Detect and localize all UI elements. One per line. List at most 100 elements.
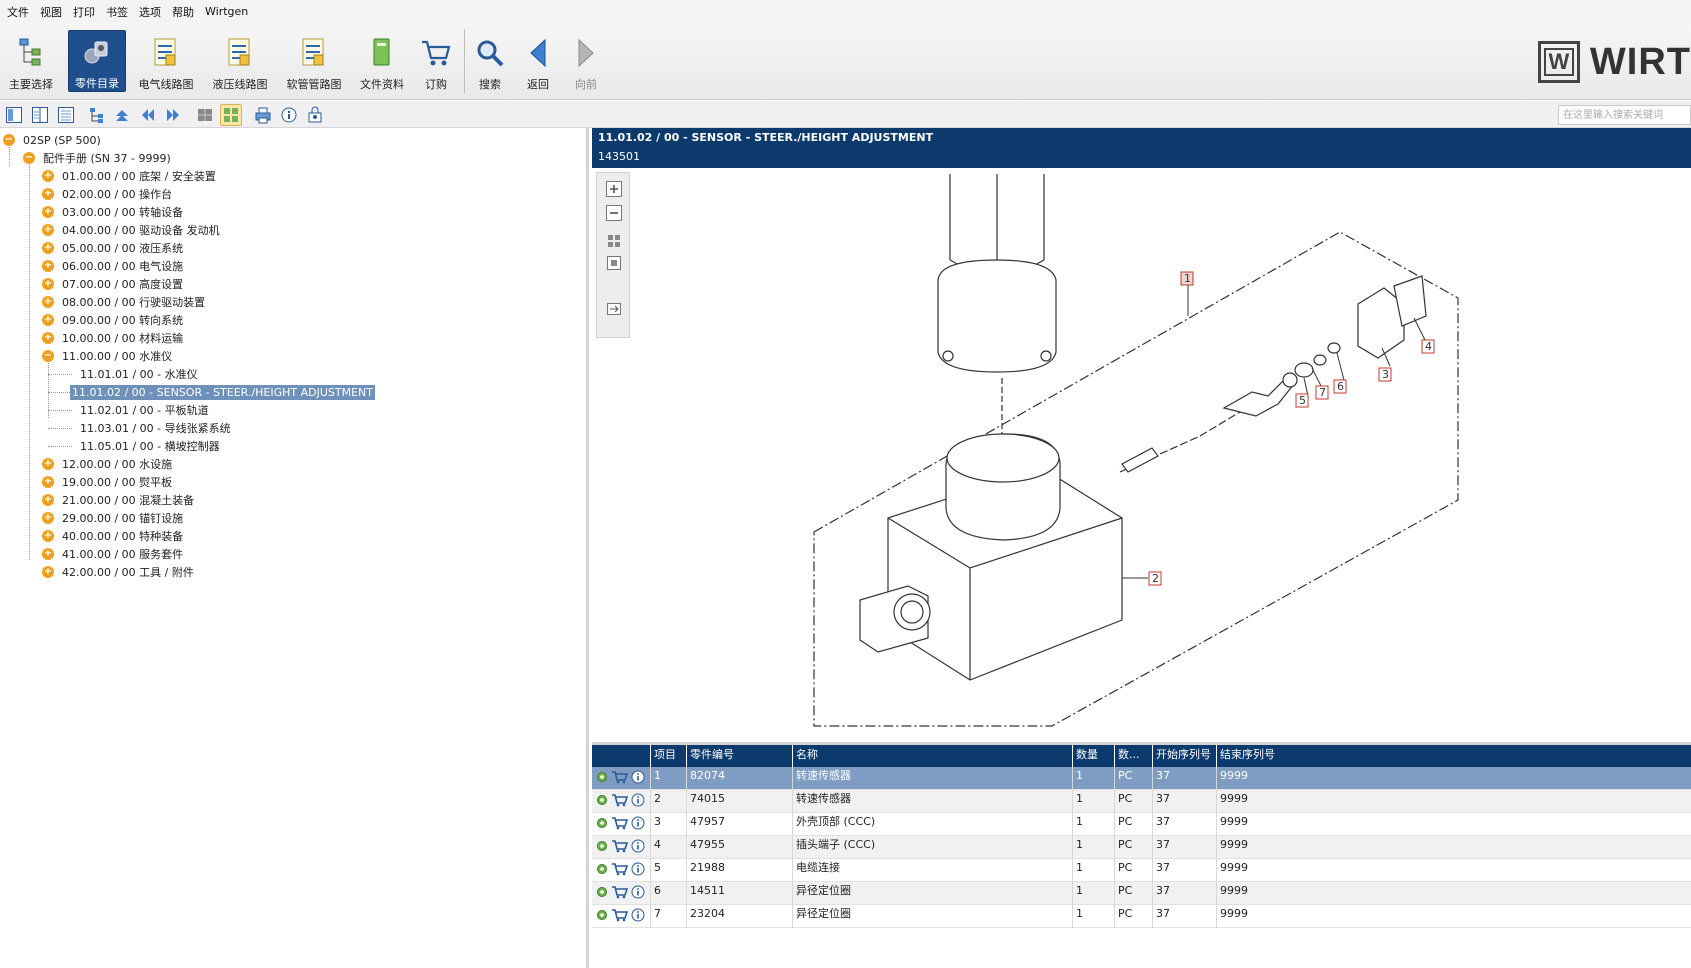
gear-icon[interactable] — [595, 770, 609, 784]
info-icon[interactable] — [631, 793, 645, 807]
actual-size-button[interactable] — [603, 253, 625, 273]
tree-chapter[interactable]: +09.00.00 / 00 转向系统 — [42, 311, 185, 329]
menu-print[interactable]: 打印 — [73, 5, 95, 19]
electrical-diagram-button[interactable]: 电气线路图 — [138, 30, 194, 92]
hotspot-toggle-button[interactable] — [220, 104, 242, 126]
gear-icon[interactable] — [595, 885, 609, 899]
tree-leaf[interactable]: 11.01.01 / 00 - 水准仪 — [78, 365, 200, 383]
expand-icon[interactable]: + — [42, 296, 54, 308]
menu-view[interactable]: 视图 — [40, 5, 62, 19]
add-to-cart-icon[interactable] — [611, 908, 629, 922]
tree-chapter[interactable]: +04.00.00 / 00 驱动设备 发动机 — [42, 221, 222, 239]
menu-options[interactable]: 选项 — [139, 5, 161, 19]
collapse-icon[interactable]: − — [42, 350, 54, 362]
gear-icon[interactable] — [595, 816, 609, 830]
tree-chapter-open[interactable]: −11.00.00 / 00 水准仪 — [42, 347, 174, 365]
documents-button[interactable]: 文件资料 — [358, 30, 406, 92]
menu-bookmarks[interactable]: 书签 — [106, 5, 128, 19]
add-to-cart-icon[interactable] — [611, 770, 629, 784]
pan-mode-button[interactable] — [603, 299, 625, 319]
column-name[interactable]: 名称 — [792, 745, 1072, 767]
expand-icon[interactable]: + — [42, 188, 54, 200]
info-icon[interactable] — [631, 816, 645, 830]
hydraulic-diagram-button[interactable]: 液压线路图 — [212, 30, 268, 92]
add-to-cart-icon[interactable] — [611, 839, 629, 853]
info-icon[interactable] — [631, 839, 645, 853]
tree-leaf[interactable]: 11.05.01 / 00 - 横坡控制器 — [78, 437, 222, 455]
exploded-drawing[interactable]: 1 2 3 4 5 6 7 — [592, 168, 1691, 740]
gear-icon[interactable] — [595, 908, 609, 922]
fit-page-button[interactable] — [603, 231, 625, 251]
expand-icon[interactable]: + — [42, 566, 54, 578]
expand-icon[interactable]: + — [42, 278, 54, 290]
forward-button[interactable]: 向前 — [568, 30, 604, 92]
view-list-button[interactable] — [55, 104, 77, 126]
expand-icon[interactable]: + — [42, 206, 54, 218]
tree-chapter[interactable]: +29.00.00 / 00 锚钉设施 — [42, 509, 185, 527]
tree-chapter[interactable]: +03.00.00 / 00 转轴设备 — [42, 203, 185, 221]
expand-icon[interactable]: + — [42, 224, 54, 236]
tree-manual[interactable]: − 配件手册 (SN 37 - 9999) — [23, 149, 173, 167]
info-icon[interactable] — [631, 770, 645, 784]
expand-tree-button[interactable] — [86, 104, 108, 126]
info-icon[interactable] — [631, 908, 645, 922]
main-selection-button[interactable]: 主要选择 — [4, 30, 58, 92]
column-start-serial[interactable]: 开始序列号 — [1152, 745, 1216, 767]
expand-icon[interactable]: + — [42, 242, 54, 254]
tree-chapter[interactable]: +40.00.00 / 00 特种装备 — [42, 527, 185, 545]
tree-chapter[interactable]: +41.00.00 / 00 服务套件 — [42, 545, 185, 563]
gear-icon[interactable] — [595, 839, 609, 853]
search-button[interactable]: 搜索 — [470, 30, 510, 92]
gear-icon[interactable] — [595, 793, 609, 807]
tree-leaf[interactable]: 11.03.01 / 00 - 导线张紧系统 — [78, 419, 233, 437]
tree-chapter[interactable]: +07.00.00 / 00 高度设置 — [42, 275, 185, 293]
view-tree-button[interactable] — [3, 104, 25, 126]
info-icon[interactable] — [631, 862, 645, 876]
column-part-number[interactable]: 零件编号 — [686, 745, 792, 767]
hose-diagram-button[interactable]: 软管管路图 — [286, 30, 342, 92]
info-button[interactable] — [278, 104, 300, 126]
tree-chapter[interactable]: +02.00.00 / 00 操作台 — [42, 185, 174, 203]
gear-icon[interactable] — [595, 862, 609, 876]
tree-chapter[interactable]: +21.00.00 / 00 混凝土装备 — [42, 491, 196, 509]
previous-page-button[interactable] — [137, 104, 159, 126]
back-button[interactable]: 返回 — [520, 30, 556, 92]
expand-icon[interactable]: + — [42, 512, 54, 524]
expand-icon[interactable]: + — [42, 458, 54, 470]
search-input[interactable] — [1558, 105, 1691, 125]
menu-wirtgen[interactable]: Wirtgen — [205, 5, 249, 18]
thumbnail-button[interactable] — [194, 104, 216, 126]
expand-icon[interactable]: + — [42, 314, 54, 326]
tree-leaf-selected[interactable]: 11.01.02 / 00 - SENSOR - STEER./HEIGHT A… — [70, 383, 375, 401]
print-button[interactable] — [252, 104, 274, 126]
tree-chapter[interactable]: +08.00.00 / 00 行驶驱动装置 — [42, 293, 207, 311]
tree-leaf[interactable]: 11.02.01 / 00 - 平板轨道 — [78, 401, 211, 419]
tree-chapter[interactable]: +12.00.00 / 00 水设施 — [42, 455, 174, 473]
expand-icon[interactable]: + — [42, 170, 54, 182]
view-split-button[interactable] — [29, 104, 51, 126]
parts-catalog-button[interactable]: 零件目录 — [68, 30, 126, 92]
zoom-out-button[interactable] — [603, 203, 625, 223]
expand-icon[interactable]: + — [42, 332, 54, 344]
expand-icon[interactable]: + — [42, 494, 54, 506]
menu-file[interactable]: 文件 — [7, 5, 29, 19]
tree-chapter[interactable]: +06.00.00 / 00 电气设施 — [42, 257, 185, 275]
add-to-cart-icon[interactable] — [611, 885, 629, 899]
add-to-cart-icon[interactable] — [611, 816, 629, 830]
go-top-button[interactable] — [111, 104, 133, 126]
tree-root[interactable]: − 02SP (SP 500) — [3, 131, 103, 149]
next-page-button[interactable] — [162, 104, 184, 126]
menu-help[interactable]: 帮助 — [172, 5, 194, 19]
tree-chapter[interactable]: +05.00.00 / 00 液压系统 — [42, 239, 185, 257]
tree-chapter[interactable]: +01.00.00 / 00 底架 / 安全装置 — [42, 167, 218, 185]
tree-chapter[interactable]: +10.00.00 / 00 材料运输 — [42, 329, 185, 347]
expand-icon[interactable]: + — [42, 476, 54, 488]
settings-button[interactable] — [304, 104, 326, 126]
